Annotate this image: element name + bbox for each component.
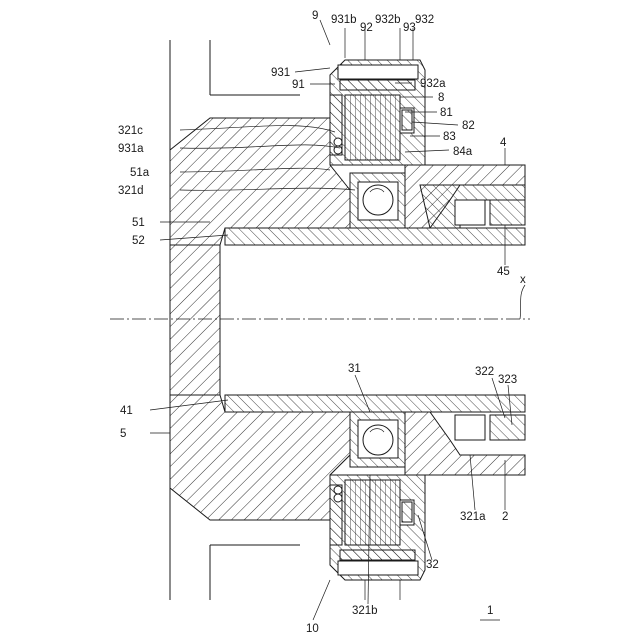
label-93: 93 bbox=[403, 22, 416, 34]
lower-bearing bbox=[350, 412, 405, 467]
label-2: 2 bbox=[502, 511, 508, 523]
upper-slot bbox=[455, 200, 485, 225]
lower-flange-section bbox=[170, 395, 350, 520]
label-931b: 931b bbox=[331, 14, 357, 26]
upper-flange-section bbox=[170, 118, 350, 245]
label-323: 323 bbox=[498, 374, 517, 386]
label-51: 51 bbox=[132, 217, 145, 229]
upper-sleeve bbox=[225, 228, 525, 245]
label-932: 932 bbox=[415, 14, 434, 26]
label-81: 81 bbox=[440, 107, 453, 119]
label-321a: 321a bbox=[460, 511, 486, 523]
upper-bearing bbox=[350, 173, 405, 228]
upper-motor bbox=[330, 60, 425, 165]
label-32: 32 bbox=[426, 559, 439, 571]
label-932b: 932b bbox=[375, 14, 401, 26]
lower-sleeve bbox=[225, 395, 525, 412]
label-322: 322 bbox=[475, 366, 494, 378]
label-41: 41 bbox=[120, 405, 133, 417]
label-45: 45 bbox=[497, 266, 510, 278]
label-52: 52 bbox=[132, 235, 145, 247]
lower-slot bbox=[455, 415, 485, 440]
label-83: 83 bbox=[443, 131, 456, 143]
label-931: 931 bbox=[271, 67, 290, 79]
label-82: 82 bbox=[462, 120, 475, 132]
label-51a: 51a bbox=[130, 167, 150, 179]
label-321b: 321b bbox=[352, 605, 378, 617]
label-321c: 321c bbox=[118, 125, 143, 137]
label-84a: 84a bbox=[453, 146, 473, 158]
label-932a: 932a bbox=[420, 78, 446, 90]
label-4: 4 bbox=[500, 137, 507, 149]
label-92: 92 bbox=[360, 22, 373, 34]
label-9: 9 bbox=[312, 10, 318, 22]
label-10: 10 bbox=[306, 623, 319, 635]
wall-section bbox=[170, 245, 220, 395]
label-x: x bbox=[520, 274, 526, 286]
lower-gear-teeth bbox=[490, 415, 525, 440]
lower-motor bbox=[330, 475, 425, 580]
label-321d: 321d bbox=[118, 185, 144, 197]
label-91: 91 bbox=[292, 79, 305, 91]
upper-gear-teeth bbox=[490, 200, 525, 225]
label-31: 31 bbox=[348, 363, 361, 375]
label-1: 1 bbox=[487, 605, 493, 617]
label-931a: 931a bbox=[118, 143, 144, 155]
label-8: 8 bbox=[438, 92, 444, 104]
label-5: 5 bbox=[120, 428, 126, 440]
